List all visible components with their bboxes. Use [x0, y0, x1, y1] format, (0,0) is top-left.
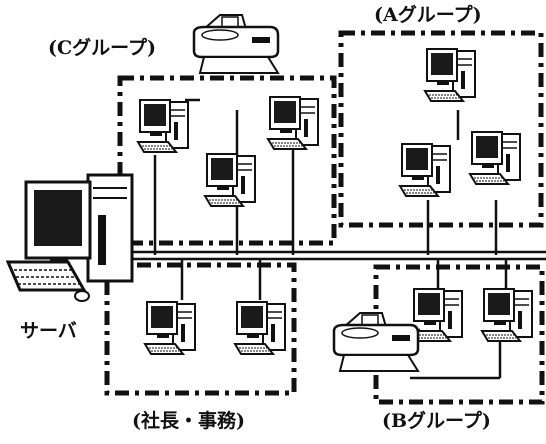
group-a-boundary: [338, 30, 544, 228]
group-c-boundary: [117, 75, 337, 246]
group-exec-boundary: [104, 262, 297, 396]
network-cabling: [130, 98, 546, 380]
desktop-computer-icon: [137, 99, 189, 153]
group-b-label: (Bグループ): [382, 410, 491, 432]
group-b-boundary: [373, 264, 545, 405]
desktop-computer-icon: [267, 96, 319, 150]
server-computer-icon: [5, 173, 134, 302]
group-c-label: (Cグループ): [48, 37, 156, 59]
printer-icon: [332, 311, 420, 373]
desktop-computer-icon: [204, 153, 256, 207]
desktop-computer-icon: [144, 301, 196, 355]
desktop-computer-icon: [424, 48, 476, 102]
desktop-computer-icon: [481, 288, 533, 342]
desktop-computer-icon: [399, 143, 451, 197]
desktop-computer-icon: [411, 288, 463, 342]
server-label: サーバ: [20, 320, 77, 342]
group-exec-label: (社長・事務): [132, 410, 245, 432]
desktop-computer-icon: [234, 301, 286, 355]
desktop-computer-icon: [469, 131, 521, 185]
printer-icon: [192, 13, 280, 75]
group-a-label: (Aグループ): [374, 4, 482, 26]
